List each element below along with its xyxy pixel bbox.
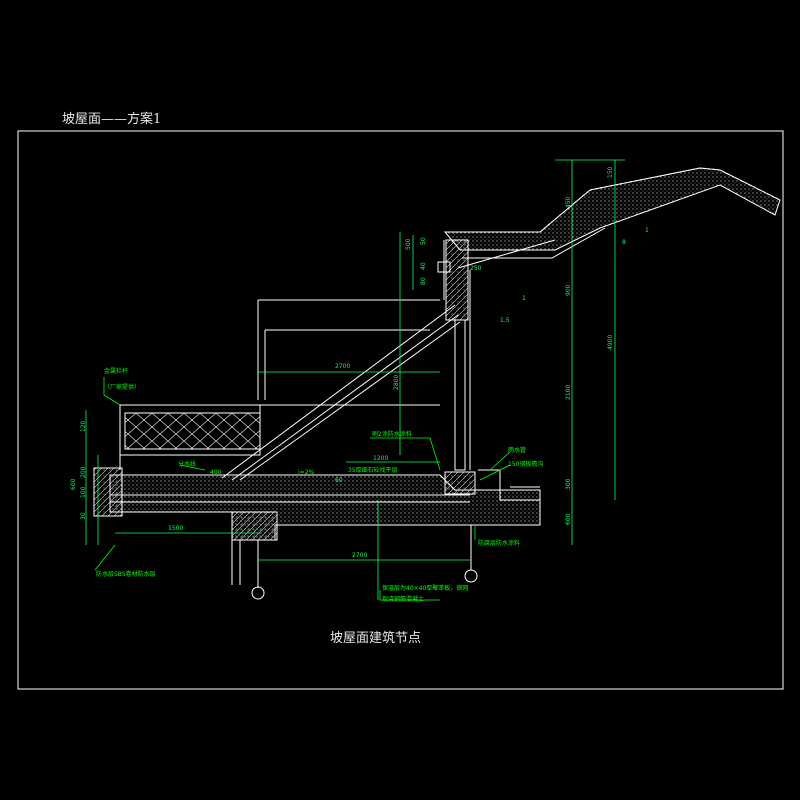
axis-bubbles bbox=[251, 525, 478, 600]
slope-note: i=2% bbox=[298, 469, 315, 476]
slope-1: 1 bbox=[522, 295, 526, 302]
dim-200: 200 bbox=[80, 466, 87, 478]
waterproof-note: 刷2涂防水涂料 bbox=[372, 430, 412, 438]
downpipe-note: 雨水管 bbox=[508, 446, 526, 454]
dim-2700-top: 2700 bbox=[335, 363, 350, 370]
dim-150: 150 bbox=[607, 166, 614, 178]
dim-300: 300 bbox=[565, 478, 572, 490]
railing-name: 金属栏杆 bbox=[104, 367, 128, 375]
sheet-title: 坡屋面——方案1 bbox=[62, 112, 162, 127]
leader-lines bbox=[94, 377, 511, 601]
dim-4900: 4900 bbox=[607, 335, 614, 350]
floor-note: 35厚细石砼找平层 bbox=[348, 466, 398, 474]
drawing-caption: 坡屋面建筑节点 bbox=[330, 631, 422, 646]
drain-label: 分水线 bbox=[178, 460, 196, 468]
drain-dim-400: 400 bbox=[210, 469, 222, 476]
dim-600b: 600 bbox=[70, 478, 77, 490]
dim-450: 450 bbox=[565, 196, 572, 208]
dim-60: 60 bbox=[335, 477, 343, 484]
slope-8: 8 bbox=[622, 239, 626, 246]
dim-1200: 1200 bbox=[373, 455, 388, 462]
right-note: 防腐层防水涂料 bbox=[478, 539, 520, 547]
left-bottom-note: 防水层SBS卷材防水层 bbox=[96, 570, 156, 578]
dim-600: 600 bbox=[565, 513, 572, 525]
roof-tiles bbox=[443, 167, 781, 259]
dim-120: 120 bbox=[80, 420, 87, 432]
dim-2800: 2800 bbox=[393, 375, 400, 390]
inclined-beam bbox=[221, 239, 556, 481]
floor-slab bbox=[93, 467, 541, 585]
dim-500: 500 bbox=[405, 238, 412, 250]
dim-2700-bottom: 2700 bbox=[352, 552, 367, 559]
bottom-note-1: 保温层为40×40厚聚苯板，钢网 bbox=[382, 584, 468, 592]
dim-250: 250 bbox=[470, 265, 482, 272]
metal-railing bbox=[119, 404, 261, 470]
railing-note: （厂家提供） bbox=[104, 383, 140, 391]
slope-1-5: 1.5 bbox=[500, 317, 510, 324]
slope-1b: 1 bbox=[645, 227, 649, 234]
dimension-lines bbox=[85, 159, 625, 600]
dim-40: 40 bbox=[420, 262, 427, 270]
bottom-note-2: 现浇钢筋混凝土 bbox=[382, 595, 424, 603]
drawing-frame bbox=[17, 130, 784, 690]
gutter-note: 150钢板檐沟 bbox=[508, 460, 543, 468]
dim-30: 30 bbox=[80, 512, 87, 520]
dim-1500: 1500 bbox=[168, 525, 183, 532]
wall-column bbox=[437, 239, 471, 471]
dim-2100: 2100 bbox=[565, 385, 572, 400]
dim-100: 100 bbox=[80, 486, 87, 498]
background-wall bbox=[257, 240, 445, 406]
dim-50: 50 bbox=[420, 237, 427, 245]
gutter bbox=[444, 469, 540, 501]
dim-900: 900 bbox=[565, 284, 572, 296]
dim-80: 80 bbox=[420, 277, 427, 285]
